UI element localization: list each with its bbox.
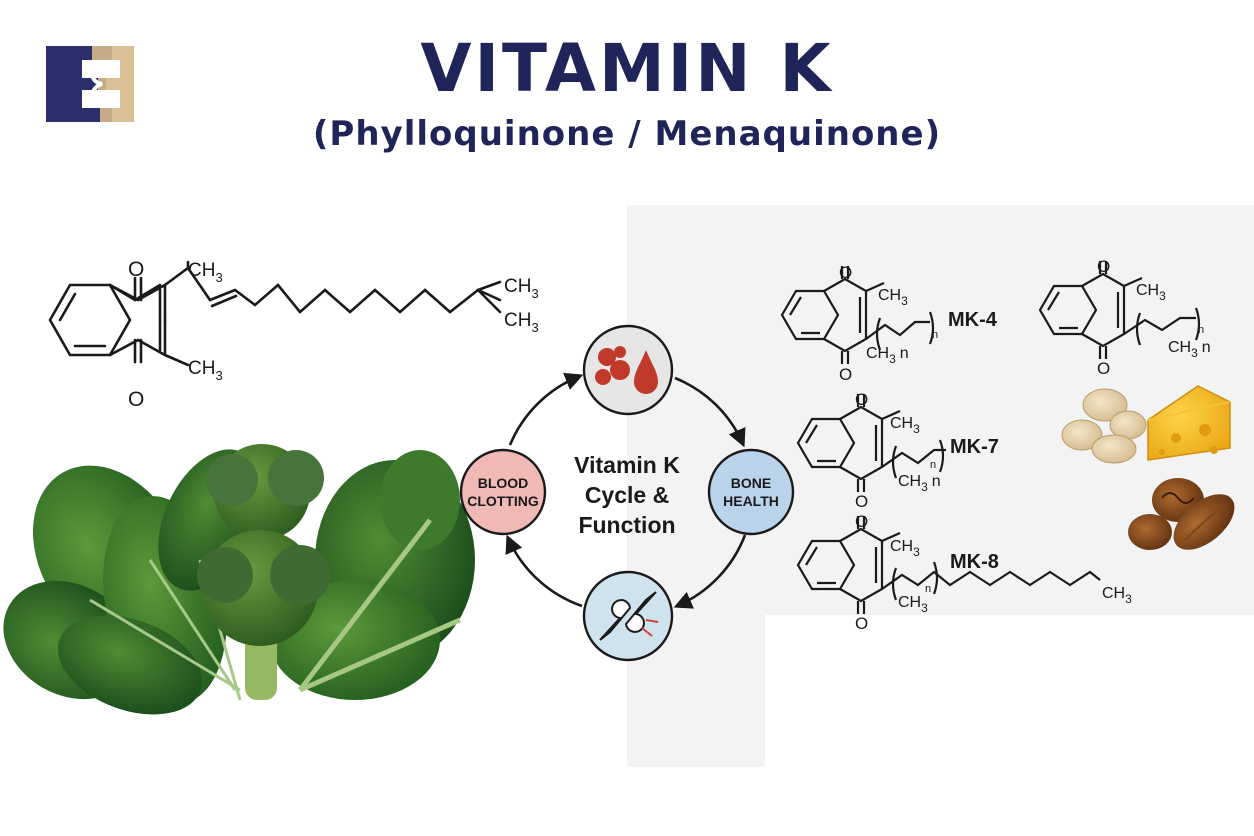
mk4-alt-structure xyxy=(1038,261,1201,359)
nuts-illustration xyxy=(1128,478,1235,550)
mk7-sub-n: n xyxy=(930,459,936,471)
cheese-illustration xyxy=(1147,385,1231,461)
phyllo-oxygen-bottom: O xyxy=(128,388,144,411)
phyllo-methyl-top: CH3 xyxy=(188,260,223,285)
panel-notch xyxy=(765,615,1254,767)
mk4-oxygen-top: O xyxy=(839,263,852,282)
mk8-oxygen-bottom: O xyxy=(855,614,868,633)
mk4-alt-methyl: CH3 xyxy=(1136,282,1166,303)
mk4-oxygen-bottom: O xyxy=(839,365,852,384)
blood-clotting-label-2: CLOTTING xyxy=(467,493,539,509)
cycle-arrow-1 xyxy=(508,372,584,446)
mk7-label: MK-7 xyxy=(950,436,999,458)
cycle-center-line-3: Function xyxy=(578,512,675,538)
mk4-label: MK-4 xyxy=(948,309,998,331)
page-subtitle: (Phylloquinone / Menaquinone) xyxy=(312,114,942,154)
mk8-label: MK-8 xyxy=(950,551,999,573)
cycle-center-line-1: Vitamin K xyxy=(574,452,680,478)
bone-health-node xyxy=(707,448,795,536)
mk7-oxygen-bottom: O xyxy=(855,492,868,511)
mk4-structure xyxy=(780,266,935,364)
mk4-sub-n: n xyxy=(932,329,938,341)
mk4-alt-oxygen-bottom: O xyxy=(1097,359,1110,378)
phylloquinone-structure xyxy=(48,260,502,367)
mk8-structure xyxy=(796,516,1101,614)
cycle-arrow-4 xyxy=(505,534,583,608)
vitamin-k-cycle: BLOOD CLOTTING BONE HEALTH Vitamin K Cyc… xyxy=(459,324,795,662)
mk7-methyl: CH3 xyxy=(890,415,920,436)
bottom-node xyxy=(582,570,674,662)
blood-clotting-label-1: BLOOD xyxy=(478,475,529,491)
phyllo-oxygen-top: O xyxy=(128,258,144,281)
mk7-structure xyxy=(796,394,946,492)
potatoes-illustration xyxy=(1061,388,1147,464)
leafy-greens-illustration xyxy=(3,444,475,715)
mk4-methyl: CH3 xyxy=(878,287,908,308)
mk4-alt-oxygen-top: O xyxy=(1097,257,1110,276)
blood-cells-icon xyxy=(595,346,658,394)
mk4-alt-sub-n: n xyxy=(1198,324,1204,336)
cycle-arrow-2 xyxy=(674,376,746,448)
bone-health-label-2: HEALTH xyxy=(723,493,779,509)
phyllo-tail-methyl-2: CH3 xyxy=(504,310,539,335)
phyllo-tail-methyl-1: CH3 xyxy=(504,276,539,301)
mk7-oxygen-top: O xyxy=(855,390,868,409)
page-title: VITAMIN K xyxy=(420,30,834,107)
mk8-chain-methyl: CH3 xyxy=(898,594,928,615)
blood-clotting-node xyxy=(459,448,547,536)
mk8-sub-n: n xyxy=(925,583,931,595)
bone-health-label-1: BONE xyxy=(731,475,771,491)
mk8-methyl: CH3 xyxy=(890,538,920,559)
mk8-tail-methyl: CH3 xyxy=(1102,585,1132,606)
joint-icon xyxy=(599,591,659,641)
mk8-oxygen-top: O xyxy=(855,512,868,531)
brand-logo-icon xyxy=(46,46,134,122)
phyllo-methyl-side: CH3 xyxy=(188,358,223,383)
cycle-center-line-2: Cycle & xyxy=(585,482,669,508)
cycle-arrow-3 xyxy=(673,534,747,609)
